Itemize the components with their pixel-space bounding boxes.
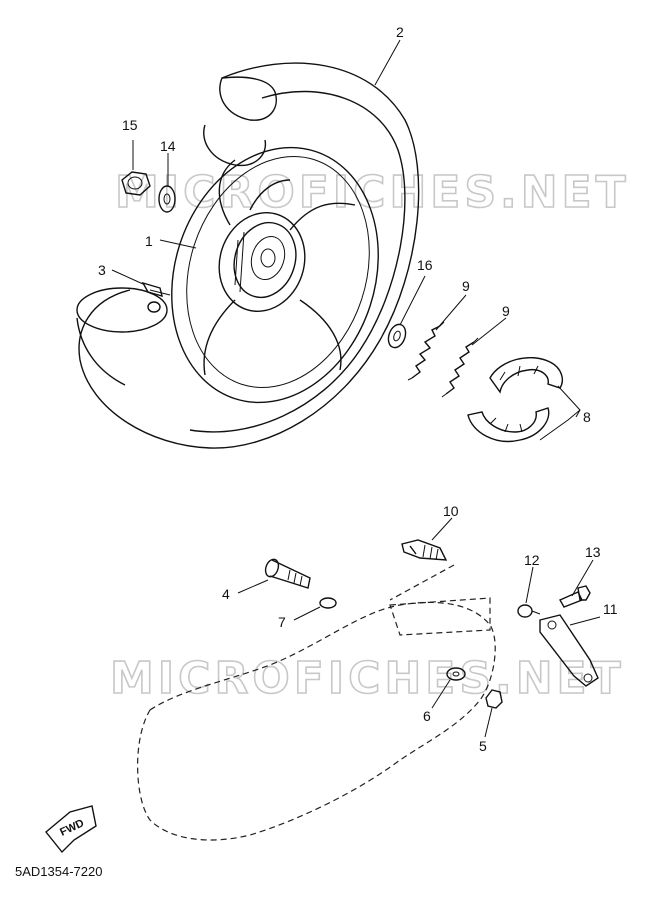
- callout-5: 5: [479, 738, 487, 754]
- callout-3: 3: [98, 262, 106, 278]
- nut-part-5: [485, 689, 503, 709]
- callout-9a: 9: [462, 278, 470, 294]
- rear-wheel-assembly: [76, 62, 420, 449]
- callout-12: 12: [524, 552, 540, 568]
- callout-2: 2: [396, 24, 404, 40]
- spring-part-9b: [441, 337, 479, 398]
- callout-8: 8: [583, 409, 591, 425]
- diagram-code: 5AD1354-7220: [15, 864, 102, 879]
- callout-4: 4: [222, 586, 230, 602]
- brake-shoes-part-8: [467, 357, 563, 442]
- callout-11: 11: [603, 601, 618, 617]
- bolt-part-4: [264, 558, 311, 589]
- callout-13: 13: [585, 544, 601, 560]
- valve-part: [141, 281, 171, 313]
- washer-part-12: [517, 604, 541, 618]
- callout-14: 14: [160, 138, 176, 154]
- callout-7: 7: [278, 614, 286, 630]
- callout-6: 6: [423, 708, 431, 724]
- bolt-part-13: [559, 585, 591, 608]
- watermark-top: MICROFICHES.NET: [115, 167, 630, 218]
- nut-part-15: [121, 171, 151, 196]
- callout-16: 16: [417, 257, 433, 273]
- brake-lever-part-11: [539, 614, 599, 687]
- shaft-part-10: [401, 539, 448, 561]
- washer-part-14: [158, 185, 176, 213]
- watermark-bottom: MICROFICHES.NET: [110, 653, 625, 704]
- washer-part-16: [387, 323, 407, 349]
- callout-1: 1: [145, 233, 153, 249]
- callout-9b: 9: [502, 303, 510, 319]
- washer-part-6: [446, 667, 466, 681]
- callout-10: 10: [443, 503, 459, 519]
- oring-part-7: [319, 597, 337, 609]
- callout-15: 15: [122, 117, 138, 133]
- fwd-arrow: FWD: [45, 805, 97, 854]
- crankcase-cover-outline: [137, 564, 496, 841]
- spring-part-9a: [407, 321, 445, 381]
- leader-lines: [111, 39, 601, 738]
